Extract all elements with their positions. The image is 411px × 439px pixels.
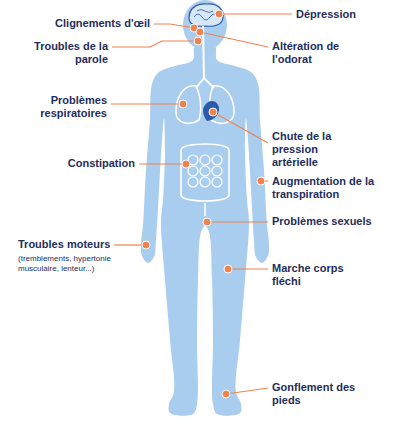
label-slot: Constipation <box>50 157 135 170</box>
intestine-loop <box>200 155 210 165</box>
leader-line <box>213 112 268 143</box>
symptom-label: Altération de l'odorat <box>272 40 362 66</box>
symptom-label: Gonflement des pieds <box>272 381 364 407</box>
label-slot: Gonflement des pieds <box>272 381 364 407</box>
leader-line <box>226 388 268 394</box>
marker-dot <box>257 177 265 185</box>
marker-dot <box>224 265 232 273</box>
body-silhouette <box>141 0 269 416</box>
symptom-label: Clignements d'œil <box>10 17 150 30</box>
symptom-label: Problèmes sexuels <box>272 215 402 228</box>
marker-dot <box>222 390 230 398</box>
symptom-label: Chute de la pression artérielle <box>272 130 338 169</box>
symptom-detail: (tremblements, hypertonie musculaire, le… <box>18 254 130 274</box>
head <box>183 0 227 50</box>
colon <box>181 144 229 201</box>
label-slot: Problèmes sexuels <box>272 215 402 228</box>
symptom-label: Marche corps fléchi <box>272 262 364 288</box>
leader-line <box>219 13 292 14</box>
rectum <box>204 203 206 216</box>
leader-line <box>111 103 183 104</box>
trachea <box>196 26 214 88</box>
heart <box>203 101 219 121</box>
left-lung <box>176 86 201 123</box>
leader-line <box>200 32 268 47</box>
leader-line <box>139 163 186 164</box>
intestine-loop <box>212 177 222 187</box>
label-slot: Altération de l'odorat <box>272 40 362 66</box>
intestine-loop <box>200 166 210 176</box>
brain-folds <box>194 10 218 21</box>
label-slot: Troubles de la parole <box>30 40 108 66</box>
marker-dot <box>209 108 217 116</box>
intestine-loop <box>212 166 222 176</box>
symptom-label: Augmentation de la transpiration <box>272 175 400 201</box>
intestine-loop <box>188 166 198 176</box>
organs <box>176 4 234 216</box>
leader-line <box>154 24 194 28</box>
symptom-label: Troubles de la parole <box>30 40 108 66</box>
label-slot: Marche corps fléchi <box>272 262 364 288</box>
intestine-loop <box>188 177 198 187</box>
label-slot: Troubles moteurs <box>18 238 138 251</box>
label-slot: Clignements d'œil <box>10 17 150 30</box>
leader-line <box>114 244 146 245</box>
leader-line <box>228 268 268 269</box>
marker-dot <box>179 100 187 108</box>
label-slot: (tremblements, hypertonie musculaire, le… <box>18 254 130 274</box>
symptom-label: Constipation <box>50 157 135 170</box>
symptom-label: Problèmes respiratoires <box>22 94 107 120</box>
marker-dot <box>142 241 150 249</box>
marker-dot <box>196 28 204 36</box>
leader-line <box>207 221 268 222</box>
marker-dot <box>215 10 223 18</box>
symptom-label: Troubles moteurs <box>18 238 138 251</box>
marker-dot <box>203 218 211 226</box>
label-slot: Dépression <box>296 8 396 21</box>
label-slot: Augmentation de la transpiration <box>272 175 400 201</box>
body-outline <box>141 44 269 416</box>
intestine-loop <box>212 155 222 165</box>
label-slot: Problèmes respiratoires <box>22 94 107 120</box>
brain <box>189 4 223 26</box>
marker-dot <box>182 160 190 168</box>
leader-lines <box>111 10 292 398</box>
intestine-loop <box>200 177 210 187</box>
symptom-label: Dépression <box>296 8 396 21</box>
label-slot: Chute de la pression artérielle <box>272 130 338 169</box>
marker-dot <box>194 37 202 45</box>
leader-line <box>112 41 198 47</box>
